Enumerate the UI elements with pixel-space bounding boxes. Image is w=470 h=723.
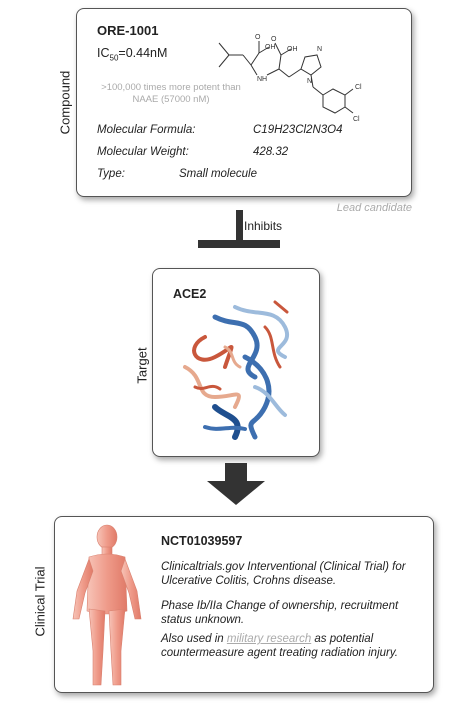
human-body-figure bbox=[72, 524, 142, 686]
oh-label-2: OH bbox=[287, 46, 298, 53]
inhibit-connector bbox=[236, 210, 243, 244]
target-side-label: Target bbox=[134, 347, 150, 384]
inhibit-bar bbox=[198, 240, 280, 248]
military-research-link[interactable]: military research bbox=[226, 633, 312, 645]
weight-label: Molecular Weight: bbox=[97, 146, 189, 158]
trial-description: Clinicaltrials.gov Interventional (Clini… bbox=[161, 561, 406, 587]
formula-label: Molecular Formula: bbox=[97, 124, 196, 136]
weight-value: 428.32 bbox=[253, 146, 289, 158]
formula-value: C19H23Cl2N3O4 bbox=[253, 124, 343, 136]
cl-label-1: Cl bbox=[355, 84, 362, 91]
o-label-2: O bbox=[271, 36, 277, 43]
potency-note: >100,000 times more potent than NAAE (57… bbox=[101, 82, 241, 105]
inhibits-label: Inhibits bbox=[244, 219, 283, 233]
trial-phase: Phase Ib/IIa Change of ownership, recrui… bbox=[161, 600, 399, 626]
trial-id: NCT01039597 bbox=[161, 534, 243, 548]
protein-structure-image bbox=[183, 300, 289, 440]
n-label-2: N bbox=[307, 78, 312, 85]
compound-ic50: IC50=0.44nM bbox=[97, 46, 168, 63]
nh-label: NH bbox=[257, 76, 267, 83]
type-label: Type: bbox=[97, 168, 125, 180]
type-value: Small molecule bbox=[179, 168, 257, 180]
compound-card: ORE-1001 IC50=0.44nM >100,000 times more… bbox=[76, 8, 412, 197]
arrow-stem bbox=[225, 463, 247, 483]
n-label-1: N bbox=[317, 46, 322, 53]
target-name: ACE2 bbox=[173, 287, 207, 301]
compound-side-label: Compound bbox=[57, 70, 73, 135]
down-arrow-icon bbox=[207, 481, 265, 505]
trial-card: NCT01039597 Clinicaltrials.gov Intervent… bbox=[54, 516, 434, 693]
lead-candidate-tag: Lead candidate bbox=[336, 202, 412, 214]
o-label-1: O bbox=[255, 34, 261, 41]
compound-name: ORE-1001 bbox=[97, 23, 159, 38]
trial-other-use: Also used in military research as potent… bbox=[161, 633, 398, 659]
target-card: ACE2 bbox=[152, 268, 320, 457]
cl-label-2: Cl bbox=[353, 116, 360, 123]
chemical-structure: OH O OH O NH N N Cl Cl bbox=[218, 34, 362, 123]
oh-label-1: OH bbox=[265, 44, 276, 51]
trial-side-label: Clinical Trial bbox=[32, 566, 48, 637]
